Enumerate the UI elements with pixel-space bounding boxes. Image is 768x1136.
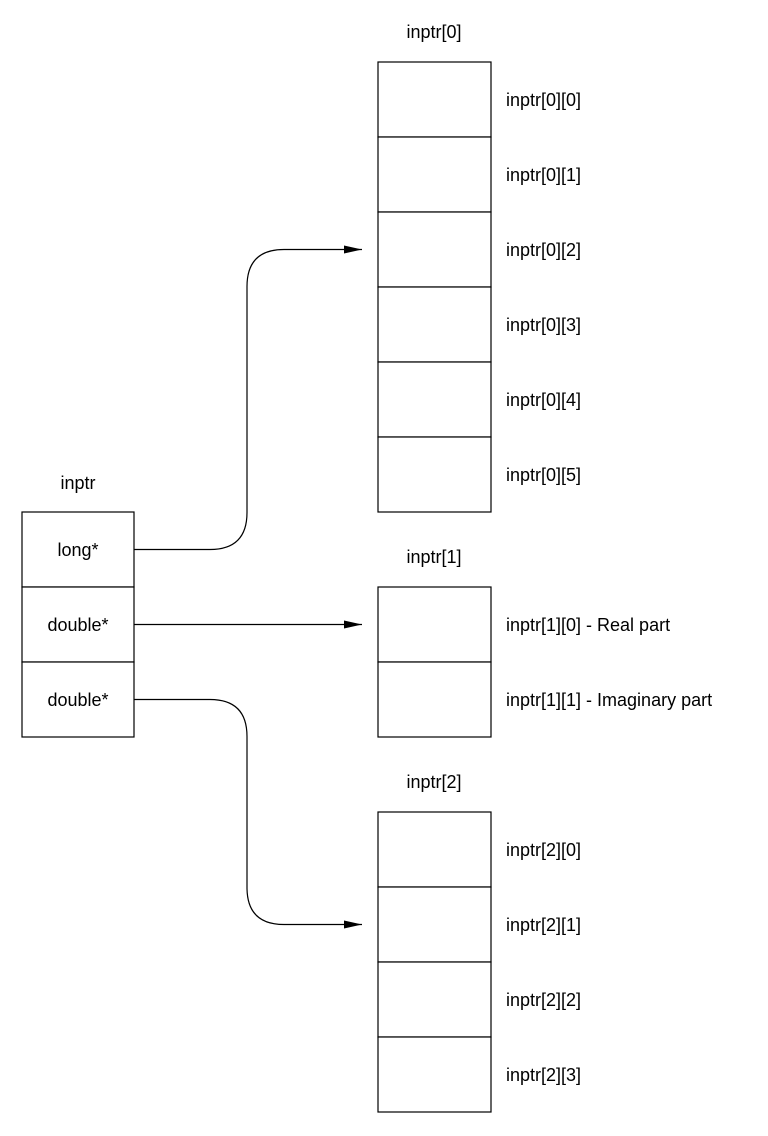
pointer-cell-label: double* — [47, 615, 108, 635]
array-cell — [377, 811, 492, 888]
array-cell — [377, 286, 492, 363]
array-cell — [377, 586, 492, 663]
array-cell — [377, 1036, 492, 1113]
array-cell — [377, 661, 492, 738]
array-cell — [377, 961, 492, 1038]
element-label: inptr[0][2] — [506, 240, 581, 260]
array-title: inptr[2] — [406, 772, 461, 792]
pointer-array: inptr long* double* double* — [21, 473, 135, 738]
array-0: inptr[0] inptr[0][0] inptr[0][1] inptr[0… — [377, 22, 581, 513]
element-label: inptr[2][1] — [506, 915, 581, 935]
array-cell — [377, 361, 492, 438]
pointer-cell — [21, 586, 135, 663]
array-1: inptr[1] inptr[1][0] - Real part inptr[1… — [377, 547, 712, 738]
element-label: inptr[2][2] — [506, 990, 581, 1010]
array-title: inptr[1] — [406, 547, 461, 567]
element-label: inptr[0][1] — [506, 165, 581, 185]
element-label: inptr[1][1] - Imaginary part — [506, 690, 712, 710]
pointer-arrow-0 — [134, 245, 362, 551]
array-2: inptr[2] inptr[2][0] inptr[2][1] inptr[2… — [377, 772, 581, 1113]
element-label: inptr[2][3] — [506, 1065, 581, 1085]
pointer-arrow-2 — [134, 698, 362, 929]
element-label: inptr[2][0] — [506, 840, 581, 860]
array-title: inptr[0] — [406, 22, 461, 42]
pointer-cell — [21, 511, 135, 588]
element-label: inptr[0][5] — [506, 465, 581, 485]
pointer-cell-label: long* — [57, 540, 98, 560]
element-label: inptr[1][0] - Real part — [506, 615, 670, 635]
array-cell — [377, 211, 492, 288]
array-cell — [377, 436, 492, 513]
array-cell — [377, 136, 492, 213]
pointer-cell-label: double* — [47, 690, 108, 710]
pointer-cell — [21, 661, 135, 738]
element-label: inptr[0][0] — [506, 90, 581, 110]
array-cell — [377, 886, 492, 963]
element-label: inptr[0][3] — [506, 315, 581, 335]
array-cell — [377, 61, 492, 138]
element-label: inptr[0][4] — [506, 390, 581, 410]
pointer-array-title: inptr — [60, 473, 95, 493]
